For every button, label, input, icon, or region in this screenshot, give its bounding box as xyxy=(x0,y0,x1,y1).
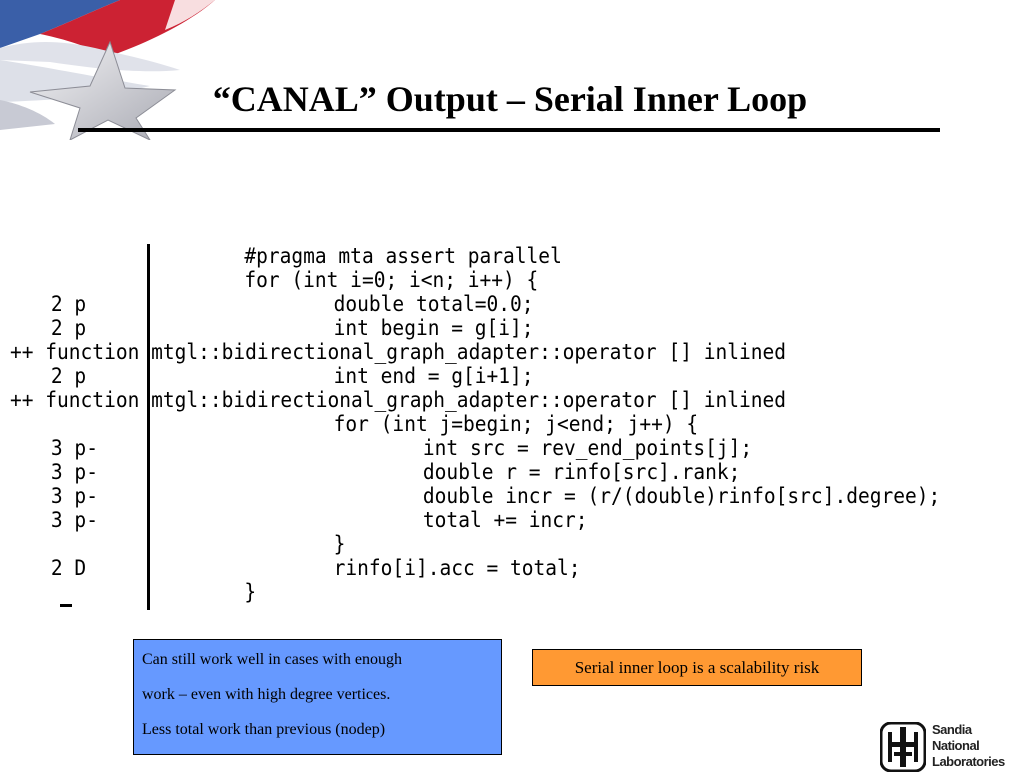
code-line: #pragma mta assert parallel xyxy=(10,244,996,268)
code-line: 2 p int end = g[i+1]; xyxy=(10,364,996,388)
sandia-thunderbird-icon xyxy=(880,722,926,772)
compiler-info-line: ++ function mtgl::bidirectional_graph_ad… xyxy=(10,340,996,364)
code-line: 3 p-double r = rinfo[src].rank; xyxy=(10,460,996,484)
loop-annotation: 3 p- xyxy=(50,484,98,508)
source-code-text: int src = rev_end_points[j]; xyxy=(422,436,753,460)
source-code-text: for (int i=0; i<n; i++) { xyxy=(244,268,539,292)
code-line: for (int j=begin; j<end; j++) { xyxy=(10,412,996,436)
compiler-info-line: ++ function mtgl::bidirectional_graph_ad… xyxy=(10,388,996,412)
source-code-text: double r = rinfo[src].rank; xyxy=(422,460,741,484)
code-line: 2 D rinfo[i].acc = total; xyxy=(10,556,996,580)
sandia-star-flag-icon xyxy=(0,0,215,140)
loop-annotation: 2 p xyxy=(50,364,87,388)
code-line: for (int i=0; i<n; i++) { xyxy=(10,268,996,292)
code-line: 3 p-int src = rev_end_points[j]; xyxy=(10,436,996,460)
code-line: 3 p-double incr = (r/(double)rinfo[src].… xyxy=(10,484,996,508)
code-line: } xyxy=(10,580,996,604)
performance-note: Can still work well in cases with enough… xyxy=(133,639,502,755)
inline-info-text: ++ function mtgl::bidirectional_graph_ad… xyxy=(10,340,787,364)
inline-info-text: ++ function mtgl::bidirectional_graph_ad… xyxy=(10,388,787,412)
code-line: 3 p-total += incr; xyxy=(10,508,996,532)
loop-annotation: 2 p xyxy=(50,292,87,316)
source-code-text: int begin = g[i]; xyxy=(333,316,534,340)
source-code-text: total += incr; xyxy=(422,508,588,532)
note-line: Less total work than previous (nodep) xyxy=(142,721,386,738)
source-code-text: } xyxy=(244,580,257,604)
loop-annotation: 3 p- xyxy=(50,436,98,460)
note-line: Can still work well in cases with enough xyxy=(142,651,402,668)
sandia-logo-text: Sandia National Laboratories xyxy=(932,722,1005,770)
text-cursor-mark xyxy=(60,604,72,607)
loop-annotation: 2 p xyxy=(50,316,87,340)
code-line: 2 p int begin = g[i]; xyxy=(10,316,996,340)
annotation-gutter-divider xyxy=(147,244,150,610)
scalability-warning-note: Serial inner loop is a scalability risk xyxy=(532,649,862,686)
source-code-text: } xyxy=(333,532,346,556)
sandia-logo-line: National xyxy=(932,738,980,753)
code-line: 2 p double total=0.0; xyxy=(10,292,996,316)
source-code-text: double total=0.0; xyxy=(333,292,534,316)
source-code-text: #pragma mta assert parallel xyxy=(244,244,562,268)
source-code-text: rinfo[i].acc = total; xyxy=(333,556,581,580)
code-line: } xyxy=(10,532,996,556)
sandia-logo: Sandia National Laboratories xyxy=(880,722,1006,774)
source-code-text: for (int j=begin; j<end; j++) { xyxy=(333,412,699,436)
title-divider xyxy=(78,128,940,132)
slide-title: “CANAL” Output – Serial Inner Loop xyxy=(212,79,808,119)
note-line: work – even with high degree vertices. xyxy=(142,686,391,703)
source-code-text: int end = g[i+1]; xyxy=(333,364,534,388)
loop-annotation: 3 p- xyxy=(50,460,98,484)
loop-annotation: 2 D xyxy=(50,556,87,580)
sandia-logo-line: Sandia xyxy=(932,722,972,737)
source-code-text: double incr = (r/(double)rinfo[src].degr… xyxy=(422,484,941,508)
loop-annotation: 3 p- xyxy=(50,508,98,532)
sandia-logo-line: Laboratories xyxy=(932,754,1005,769)
